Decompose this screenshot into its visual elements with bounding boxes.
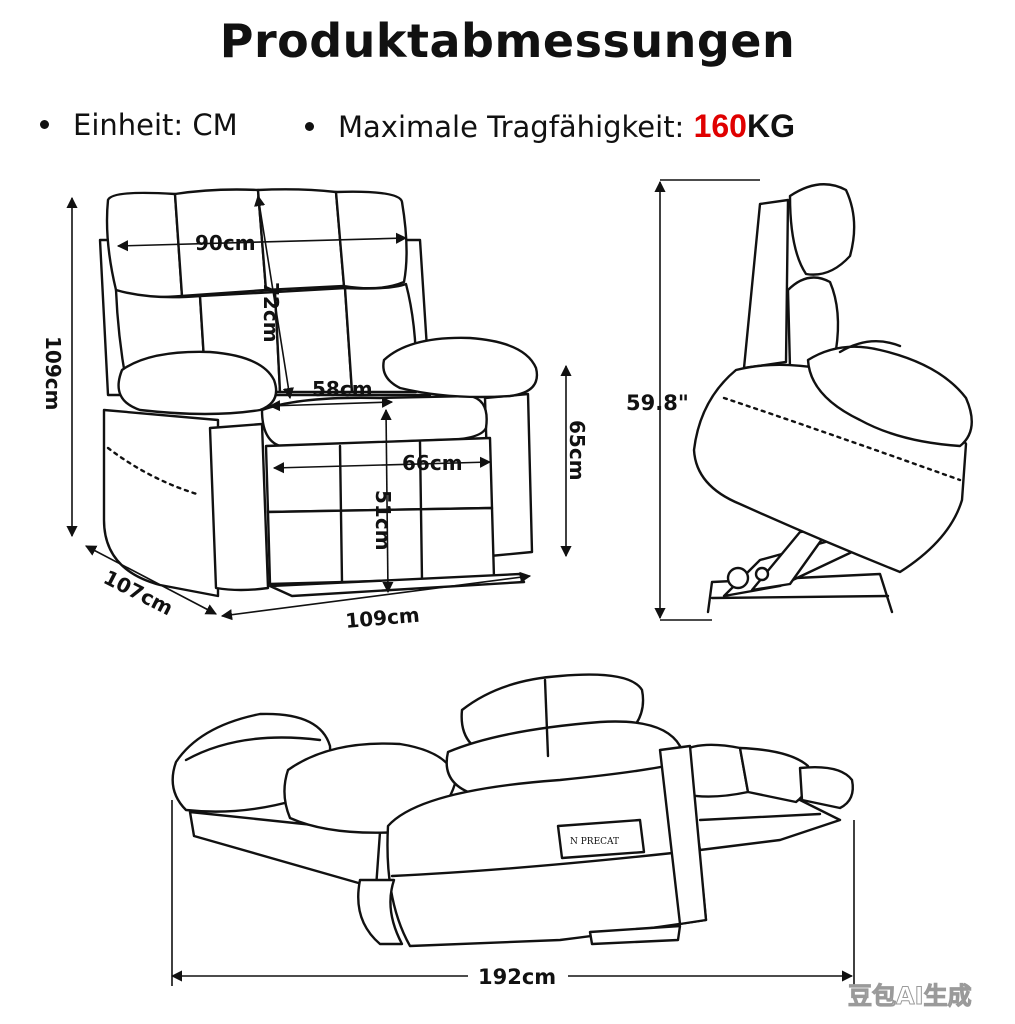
seat-back-width-label: 90cm	[195, 231, 256, 255]
plate-label: N PRECAT	[570, 837, 619, 847]
total-width-label: 109cm	[344, 603, 420, 633]
reclined-length-label: 192cm	[478, 965, 556, 989]
seat-depth-label: 58cm	[312, 377, 373, 401]
total-height-label: 109cm	[41, 336, 65, 410]
load-value: 160	[693, 108, 747, 144]
page-title: Produktabmessungen	[219, 14, 796, 68]
lifted-height-label: 59.8"	[626, 391, 689, 415]
side-view-lifted-chair	[692, 183, 973, 614]
seat-height-label: 51cm	[371, 490, 395, 551]
load-label: Maximale Tragfähigkeit:	[338, 110, 685, 144]
arm-height-label: 65cm	[565, 420, 589, 481]
back-height-label: 72cm	[259, 282, 283, 343]
bullet-icon	[40, 119, 49, 129]
reclined-view-chair	[171, 673, 854, 948]
reclined-view-dimension	[170, 800, 855, 986]
bullet-icon	[305, 121, 314, 131]
unit-label: Einheit: CM	[73, 108, 238, 142]
side-view-dimension	[654, 179, 760, 621]
load-capacity-spec: Maximale Tragfähigkeit: 160KG	[305, 108, 795, 145]
unit-spec: Einheit: CM	[40, 108, 238, 142]
ai-watermark: 豆包AI生成	[848, 982, 972, 1010]
load-unit: KG	[746, 108, 795, 144]
seat-width-label: 66cm	[402, 451, 463, 475]
front-view-dimensions	[66, 194, 572, 621]
